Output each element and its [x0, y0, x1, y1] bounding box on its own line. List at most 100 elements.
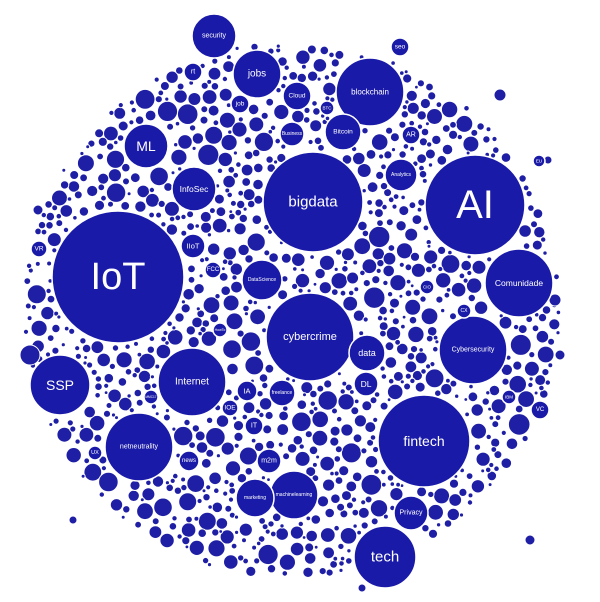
small-bubble: [150, 382, 158, 390]
small-bubble: [280, 82, 287, 90]
small-bubble: [83, 457, 91, 465]
small-bubble: [127, 489, 140, 502]
small-bubble: [100, 194, 107, 202]
small-bubble: [51, 204, 59, 212]
bubble-business: Business: [279, 121, 305, 147]
small-bubble: [180, 476, 187, 483]
small-bubble: [63, 325, 70, 332]
bubble-label: Comunidade: [495, 278, 543, 288]
small-bubble: [184, 544, 190, 550]
small-bubble: [369, 434, 377, 441]
small-bubble: [44, 200, 53, 209]
bubble-label: marketing: [244, 495, 266, 501]
bubble-circle: [244, 416, 264, 436]
small-bubble: [468, 383, 474, 390]
small-bubble: [216, 167, 224, 175]
small-bubble: [227, 165, 236, 174]
small-bubble: [310, 514, 322, 525]
small-bubble: [485, 390, 491, 396]
small-bubble: [215, 414, 230, 428]
small-bubble: [518, 224, 532, 238]
small-bubble: [379, 329, 387, 338]
small-bubble: [521, 434, 529, 443]
small-bubble: [522, 242, 531, 250]
small-bubble: [208, 471, 222, 486]
small-bubble: [467, 293, 476, 303]
small-bubble: [115, 351, 133, 369]
small-bubble: [312, 58, 328, 73]
bubble-label: UX: [91, 450, 99, 456]
bubble-circle: [232, 49, 282, 99]
bubble-circle: [30, 240, 48, 258]
bubble-circle: [104, 412, 174, 482]
small-bubble: [390, 147, 397, 153]
small-bubble: [222, 294, 240, 312]
small-bubble: [232, 171, 240, 179]
small-bubble: [260, 111, 269, 120]
small-bubble: [187, 336, 200, 349]
small-bubble: [476, 122, 485, 131]
small-bubble: [383, 150, 393, 160]
small-bubble: [269, 124, 277, 132]
bubble-circle: [123, 123, 169, 169]
small-bubble: [165, 483, 174, 493]
small-bubble: [408, 315, 418, 325]
small-bubble: [188, 539, 205, 557]
small-bubble: [524, 534, 536, 546]
small-bubble: [379, 401, 389, 411]
small-bubble: [193, 283, 205, 295]
bubble-label: VC: [536, 407, 545, 413]
small-bubble: [108, 109, 115, 117]
small-bubble: [129, 479, 141, 491]
small-bubble: [209, 313, 220, 324]
small-bubble: [86, 184, 99, 198]
small-bubble: [85, 144, 91, 150]
small-bubble: [145, 192, 160, 208]
small-bubble: [244, 467, 254, 476]
small-bubble: [286, 443, 298, 454]
bubble-label: m2m: [261, 458, 277, 465]
small-bubble: [133, 340, 139, 347]
small-bubble: [309, 400, 316, 407]
small-bubble: [159, 81, 170, 91]
small-bubble: [418, 347, 424, 353]
bubble-circle: [178, 450, 200, 472]
small-bubble: [392, 370, 404, 382]
small-bubble: [273, 103, 290, 121]
small-bubble: [465, 472, 474, 481]
small-bubble: [233, 222, 247, 236]
small-bubble: [154, 95, 163, 104]
small-bubble: [465, 277, 483, 294]
small-bubble: [26, 315, 33, 322]
bubble-cloud: Cloud: [282, 81, 312, 111]
bubble-circle: [424, 154, 526, 256]
small-bubble: [108, 362, 117, 370]
bubble-circle: [157, 347, 227, 417]
small-bubble: [462, 277, 469, 284]
small-bubble: [351, 508, 360, 517]
bubble-circle: [235, 478, 275, 518]
small-bubble: [222, 490, 229, 497]
small-bubble: [455, 114, 474, 133]
small-bubble: [235, 161, 242, 168]
small-bubble: [237, 243, 250, 257]
small-bubble-layer: [19, 26, 566, 593]
bubble-jobs: jobs: [232, 49, 282, 99]
small-bubble: [491, 135, 498, 143]
small-bubble: [463, 397, 469, 402]
bubble-label: IoT: [91, 256, 146, 298]
small-bubble: [200, 457, 212, 469]
small-bubble: [360, 499, 367, 506]
small-bubble: [329, 425, 341, 437]
small-bubble: [208, 207, 216, 215]
small-bubble: [353, 286, 360, 293]
small-bubble: [297, 287, 304, 294]
bubble-label: Cloud: [289, 93, 306, 100]
small-bubble: [171, 426, 177, 432]
small-bubble: [241, 537, 247, 544]
small-bubble: [79, 337, 87, 345]
small-bubble: [100, 465, 108, 472]
bubble-circle: [204, 261, 222, 279]
small-bubble: [387, 196, 395, 204]
small-bubble: [251, 214, 263, 225]
